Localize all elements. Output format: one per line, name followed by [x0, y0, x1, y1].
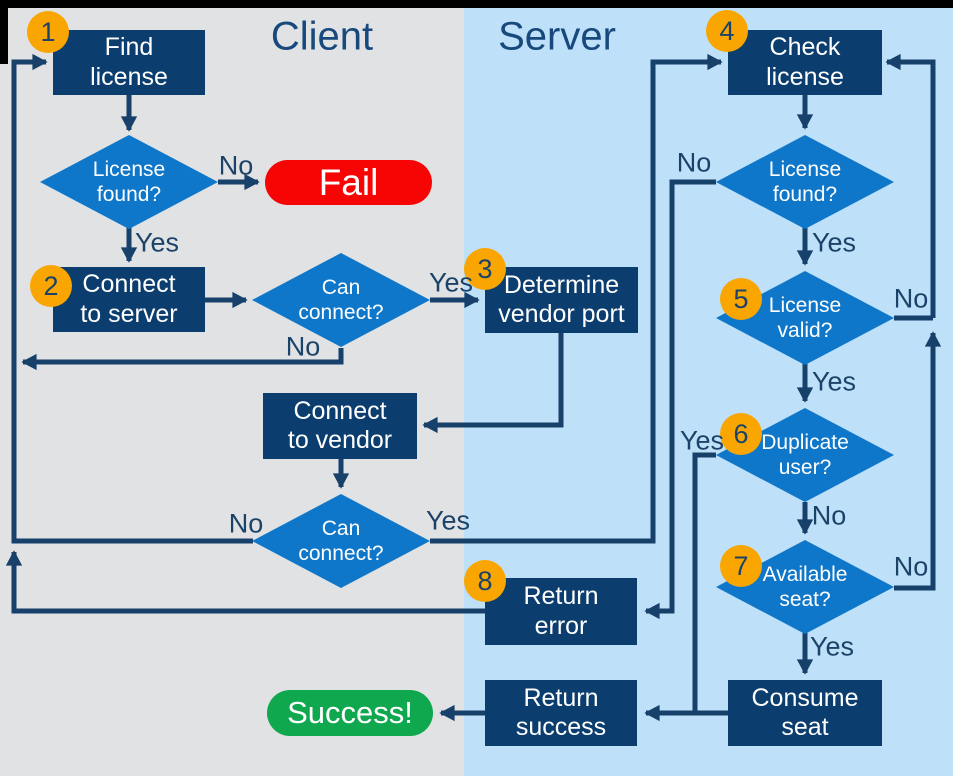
terminator-success: Success! [267, 690, 433, 736]
step-badge-4: 4 [706, 10, 748, 52]
edge-license-found-server-no-to-return-error [644, 179, 716, 620]
edge-return-error-to-retry-loop [5, 550, 485, 614]
edge-label-can-connect2-no: No [228, 508, 264, 539]
node-connect-vendor: Connect to vendor [263, 393, 417, 459]
edge-label-server-license-found-no: No [676, 147, 712, 178]
step-badge-8: 8 [464, 560, 506, 602]
step-badge-2: 2 [30, 265, 72, 307]
node-determine-vendor-port: Determine vendor port [485, 267, 638, 333]
edge-label-client-license-found-no: No [218, 150, 254, 181]
client-lane-title: Client [270, 14, 374, 59]
node-find-license: Find license [53, 30, 205, 95]
edge-label-available-seat-yes: Yes [809, 631, 855, 662]
edge-can-connect1-no-to-retry-loop [21, 348, 344, 371]
step-badge-3: 3 [464, 248, 506, 290]
edge-label-can-connect1-no: No [285, 331, 321, 362]
step-badge-5: 5 [720, 278, 762, 320]
step-badge-7: 7 [720, 545, 762, 587]
edge-label-license-valid-yes: Yes [811, 366, 857, 397]
edge-label-available-seat-no: No [893, 551, 929, 582]
node-consume-seat: Consume seat [728, 680, 882, 746]
node-return-success: Return success [485, 680, 637, 746]
server-lane-background [464, 0, 953, 776]
node-check-license: Check license [728, 30, 882, 95]
edge-retry-loop-to-find-license [11, 53, 253, 544]
edge-label-duplicate-user-yes: Yes [679, 425, 725, 456]
server-lane-title: Server [498, 14, 616, 59]
edge-label-can-connect1-yes: Yes [428, 267, 474, 298]
left-border-bar [0, 0, 8, 64]
edge-can-connect2-yes-to-check-license [430, 53, 723, 544]
edge-label-duplicate-user-no: No [811, 500, 847, 531]
edge-label-license-valid-no: No [893, 283, 929, 314]
edge-label-server-license-found-yes: Yes [811, 227, 857, 258]
edge-available-seat-no-to-right-loop [894, 331, 942, 591]
edge-label-can-connect2-yes: Yes [425, 505, 471, 536]
node-return-error: Return error [485, 578, 637, 645]
terminator-fail: Fail [265, 160, 432, 205]
edge-duplicate-user-yes-to-return-success [692, 452, 716, 713]
step-badge-1: 1 [27, 11, 69, 53]
node-connect-server: Connect to server [53, 267, 205, 332]
top-border-bar [0, 0, 953, 8]
step-badge-6: 6 [720, 413, 762, 455]
edge-determine-port-to-connect-vendor [422, 333, 564, 434]
edge-label-client-license-found-yes: Yes [134, 227, 180, 258]
edge-right-loop-to-check-license [885, 53, 936, 318]
